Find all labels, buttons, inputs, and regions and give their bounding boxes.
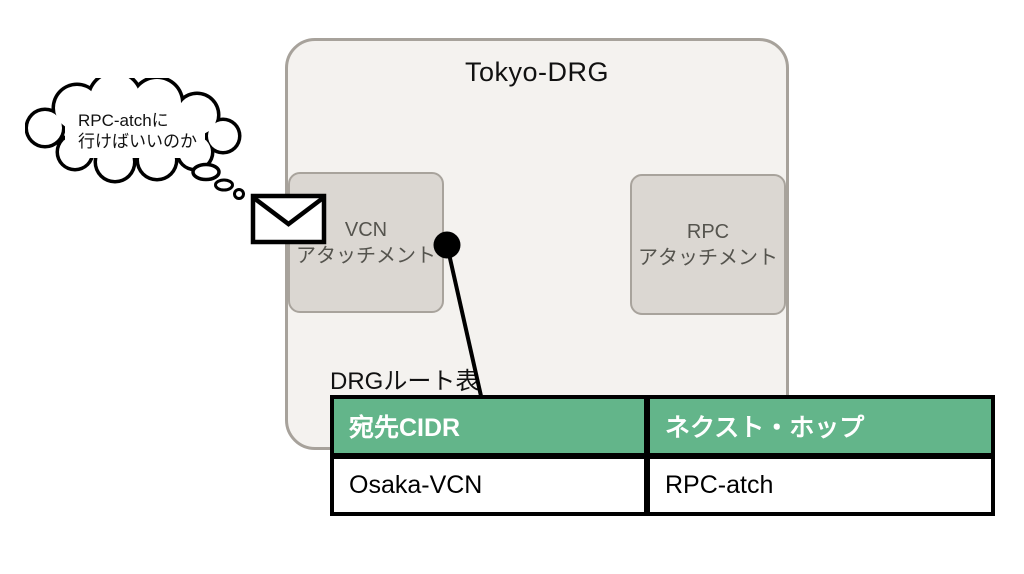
vcn-attachment-label-line1: VCN bbox=[344, 218, 388, 241]
rpc-attachment-box: RPC アタッチメント bbox=[630, 174, 786, 315]
route-table-header-row: 宛先CIDR ネクスト・ホップ bbox=[331, 396, 994, 456]
thought-bubble-line1: RPC-atchに bbox=[78, 111, 169, 130]
route-table-row: Osaka-VCN RPC-atch bbox=[331, 456, 994, 515]
thought-bubble-text: RPC-atchに 行けばいいのか bbox=[78, 110, 197, 152]
thought-cloud-icon bbox=[25, 78, 242, 184]
route-table-header-next-hop: ネクスト・ホップ bbox=[647, 396, 994, 456]
vcn-attachment-box: VCN アタッチメント bbox=[288, 172, 444, 313]
thought-trail-bubble-small bbox=[233, 188, 245, 200]
tokyo-drg-title: Tokyo-DRG bbox=[464, 57, 610, 87]
route-table-label: DRGルート表 bbox=[330, 368, 480, 395]
rpc-attachment-label-line1: RPC bbox=[686, 220, 730, 243]
thought-bubble-line2: 行けばいいのか bbox=[78, 132, 197, 151]
vcn-attachment-label-line2: アタッチメント bbox=[296, 244, 436, 267]
route-table-cell-next-hop: RPC-atch bbox=[647, 456, 994, 515]
envelope-icon bbox=[250, 193, 327, 245]
drg-route-table: 宛先CIDR ネクスト・ホップ Osaka-VCN RPC-atch bbox=[330, 395, 995, 516]
route-table-cell-destination: Osaka-VCN bbox=[331, 456, 647, 515]
rpc-attachment-label-line2: アタッチメント bbox=[638, 246, 778, 269]
route-table-header-destination-cidr: 宛先CIDR bbox=[331, 396, 647, 456]
